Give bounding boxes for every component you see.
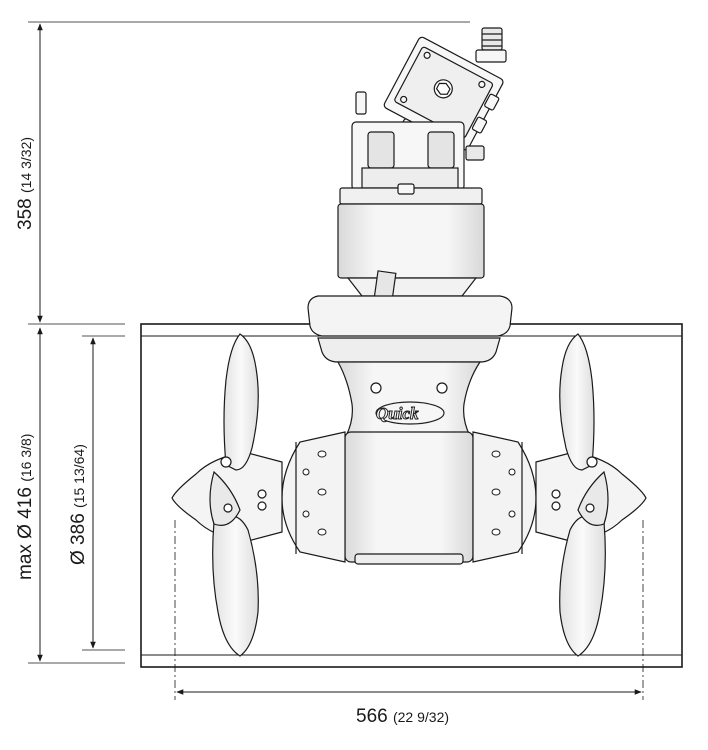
left-propeller [171, 333, 283, 657]
right-propeller [535, 333, 647, 657]
thruster-bowl [307, 295, 513, 363]
hydraulic-motor [337, 27, 507, 302]
dimension-width [174, 520, 644, 700]
dim-height-label: 358 (14 3/32) [15, 137, 36, 230]
gear-leg [336, 361, 482, 437]
svg-text:Quick: Quick [376, 404, 419, 423]
nacelle-vents [302, 450, 516, 536]
dimension-height [28, 21, 470, 325]
dimension-diameter [82, 335, 125, 651]
dim-diameter-label: Ø 386 (15 13/64) [68, 444, 89, 565]
dimension-max-diameter [28, 327, 125, 664]
lower-gear-housing [281, 431, 537, 565]
dim-max-diameter-label: max Ø 416 (16 3/8) [15, 434, 36, 580]
dim-width-label: 566 (22 9/32) [356, 706, 449, 727]
quick-logo: Quick [375, 401, 445, 425]
hydraulic-fitting [475, 27, 507, 63]
